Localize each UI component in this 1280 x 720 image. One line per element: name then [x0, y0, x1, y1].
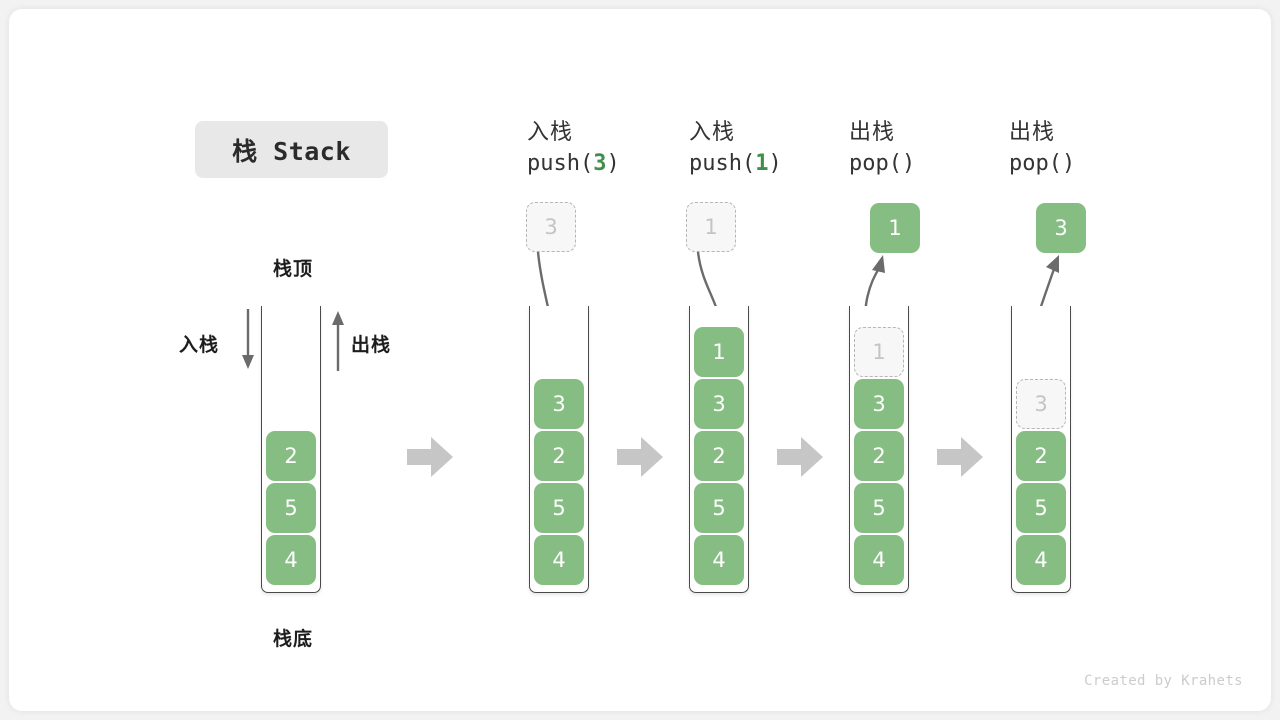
column-header-cn: 入栈 [689, 120, 736, 145]
stack-top-label: 栈顶 [272, 258, 313, 280]
code-suffix: ) [1061, 151, 1076, 177]
code-suffix: ) [768, 151, 782, 177]
code-prefix: pop( [1009, 151, 1062, 177]
incoming-element-ghost: 1 [686, 202, 736, 252]
column-header-push-3: 入栈 push(3) [527, 117, 620, 179]
stack-element: 2 [1016, 431, 1066, 481]
column-header-cn: 出栈 [1009, 120, 1056, 145]
popped-slot-ghost: 1 [854, 327, 904, 377]
code-arg: 3 [593, 151, 607, 177]
column-header-pop-2: 出栈 pop() [1009, 117, 1075, 179]
flow-arrow-icon [617, 437, 663, 477]
flow-arrow-icon [937, 437, 983, 477]
incoming-element-ghost: 3 [526, 202, 576, 252]
stack-element: 4 [266, 535, 316, 585]
stack-element: 4 [1016, 535, 1066, 585]
push-side-label: 入栈 [179, 334, 220, 356]
diagram-card: 栈 Stack 栈顶 入栈 2 5 4 栈底 [8, 8, 1272, 712]
flow-arrow-icon [777, 437, 823, 477]
stack-element: 3 [694, 379, 744, 429]
stack-element: 4 [694, 535, 744, 585]
stack-element: 2 [694, 431, 744, 481]
stack-bottom-label: 栈底 [272, 628, 313, 650]
flow-arrow-icon [407, 437, 453, 477]
code-suffix: ) [901, 151, 916, 177]
code-prefix: pop( [849, 151, 902, 177]
column-header-code: push(1) [689, 148, 782, 179]
stack-element: 4 [854, 535, 904, 585]
code-prefix: push( [689, 151, 756, 177]
column-header-cn: 出栈 [849, 120, 896, 145]
popped-element: 3 [1036, 203, 1086, 253]
stack-element: 5 [534, 483, 584, 533]
column-header-push-1: 入栈 push(1) [689, 117, 782, 179]
stack-element: 4 [534, 535, 584, 585]
stack-element: 5 [854, 483, 904, 533]
pop-direction-arrow-icon [327, 309, 349, 371]
stack-element: 5 [266, 483, 316, 533]
code-arg: 1 [755, 151, 769, 177]
popped-slot-ghost: 3 [1016, 379, 1066, 429]
stack-element: 5 [1016, 483, 1066, 533]
column-header-code: push(3) [527, 148, 620, 179]
stack-element: 1 [694, 327, 744, 377]
stack-element: 2 [534, 431, 584, 481]
column-header-code: pop() [849, 148, 915, 179]
stack-element: 3 [854, 379, 904, 429]
pop-side-label: 出栈 [351, 334, 392, 356]
code-suffix: ) [606, 151, 620, 177]
stack-element: 3 [534, 379, 584, 429]
column-header-pop-1: 出栈 pop() [849, 117, 915, 179]
column-header-code: pop() [1009, 148, 1075, 179]
footer-credit: Created by Krahets [1084, 673, 1243, 689]
stack-element: 2 [854, 431, 904, 481]
column-header-cn: 入栈 [527, 120, 574, 145]
diagram-title: 栈 Stack [195, 121, 388, 178]
code-prefix: push( [527, 151, 594, 177]
stack-element: 5 [694, 483, 744, 533]
stack-element: 2 [266, 431, 316, 481]
push-direction-arrow-icon [237, 309, 259, 371]
popped-element: 1 [870, 203, 920, 253]
